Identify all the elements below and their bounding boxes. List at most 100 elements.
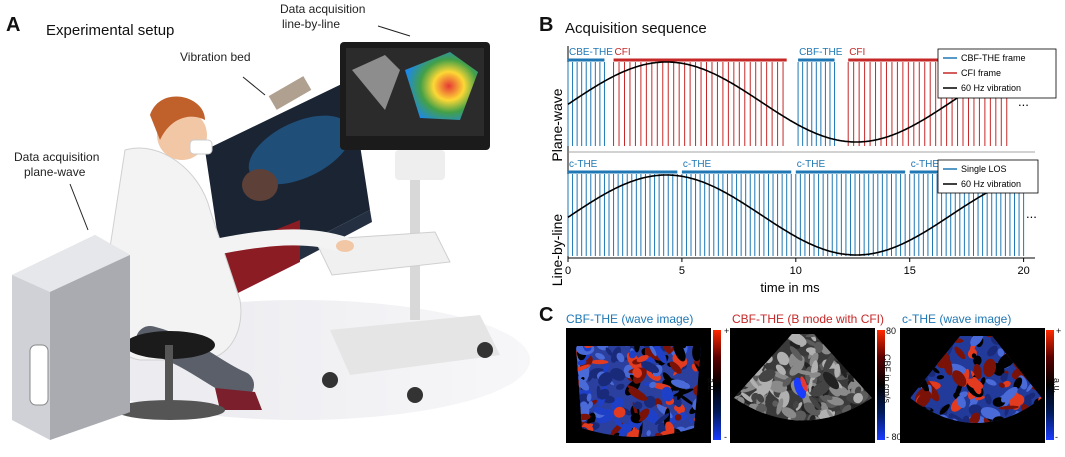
patient-head	[242, 169, 278, 201]
texture-blob	[657, 422, 666, 434]
texture-blob	[809, 395, 822, 411]
texture-blob	[630, 427, 636, 437]
texture-blob	[653, 346, 667, 364]
texture-blob	[983, 417, 997, 423]
texture-blob	[628, 350, 637, 359]
texture-blob	[597, 388, 610, 400]
top-legend: CBF-THE frame CFI frame 60 Hz vibration	[937, 48, 1057, 99]
texture-blob	[665, 421, 675, 436]
texture-blob	[643, 346, 657, 349]
texture-blob	[823, 352, 835, 373]
panel-a-letter: A	[6, 14, 21, 36]
texture-blob	[975, 396, 985, 401]
texture-blob	[823, 394, 833, 401]
label-acq-plane-2: plane-wave	[24, 165, 86, 179]
texture-blob	[595, 352, 605, 360]
texture-blob	[769, 380, 788, 393]
texture-blob	[1000, 372, 1008, 382]
bmode-cfi-image	[730, 328, 875, 443]
texture-blob	[961, 415, 971, 423]
segment-label: c-THE	[683, 159, 712, 170]
texture-blob	[1001, 386, 1018, 403]
label-vibration-bed: Vibration bed	[180, 50, 251, 64]
x-tick-label: 0	[565, 265, 571, 277]
texture-blob	[823, 371, 839, 390]
legend-cbf-the: CBF-THE frame	[961, 53, 1026, 63]
texture-blob	[781, 407, 797, 419]
texture-blob	[586, 393, 592, 402]
texture-blob	[662, 372, 675, 387]
texture-blob	[749, 378, 760, 390]
texture-blob	[616, 352, 625, 363]
texture-blob	[693, 358, 701, 368]
colorbar-2-min: - 80	[886, 432, 902, 442]
colorbar-1-min: -	[724, 432, 727, 442]
texture-blob	[936, 375, 945, 380]
setup-illustration	[12, 25, 530, 440]
panel-a-title: Experimental setup	[46, 22, 175, 39]
texture-blob	[956, 395, 966, 408]
texture-blob	[598, 372, 613, 387]
texture-blob	[677, 393, 695, 406]
legend-cfi: CFI frame	[961, 68, 1001, 78]
legend-vibration-bottom: 60 Hz vibration	[961, 179, 1021, 189]
texture-blob	[998, 405, 1019, 410]
line-by-line-frames	[567, 174, 1025, 256]
colorbar-1-max: +	[724, 326, 730, 336]
segment-label: c-THE	[797, 159, 826, 170]
texture-blob	[661, 386, 674, 402]
texture-blob	[674, 414, 682, 421]
texture-blob	[590, 359, 609, 365]
texture-blob	[998, 382, 1005, 388]
texture-blob	[758, 369, 776, 382]
colorbar-3	[1046, 330, 1054, 440]
texture-blob	[787, 334, 807, 346]
texture-blob	[916, 390, 932, 409]
texture-blob	[948, 413, 954, 419]
texture-blob	[643, 382, 651, 386]
texture-blob	[593, 407, 609, 416]
texture-blob	[587, 374, 593, 382]
colorbar-2-label: CBF in cm/s	[882, 354, 892, 404]
texture-blob	[809, 372, 821, 378]
colorbar-1-label: a.u.	[706, 378, 716, 394]
texture-blob	[614, 418, 625, 429]
texture-blob	[669, 361, 682, 374]
colorbar-3-label: a.u.	[1052, 378, 1062, 394]
segment-label: CFI	[615, 47, 631, 58]
segment-label: c-THE	[911, 159, 940, 170]
texture-blob	[576, 378, 590, 391]
texture-blob	[834, 363, 841, 378]
experimental-setup-photo: A Experimental setup Vibration bed Data …	[0, 0, 535, 452]
texture-blob	[782, 377, 792, 387]
texture-blob	[789, 360, 805, 376]
segment-label: CFI	[849, 47, 865, 58]
texture-blob	[646, 430, 651, 437]
patient-body	[248, 115, 352, 185]
panel-b-title: Acquisition sequence	[565, 20, 707, 37]
texture-blob	[775, 364, 786, 375]
panel-b-letter: B	[539, 14, 554, 36]
wave-image-cbf-the	[566, 328, 711, 443]
vibration-curves	[567, 61, 1023, 256]
texture-blob	[616, 383, 625, 390]
x-tick-label: 10	[790, 265, 802, 277]
label-acq-plane-1: Data acquisition	[14, 150, 100, 164]
colorbar-3-min: -	[1055, 432, 1058, 442]
texture-blob	[1028, 392, 1036, 400]
ylabel-line-by-line: Line-by-line	[549, 214, 565, 287]
ellipsis-top: ...	[1018, 94, 1029, 109]
texture-blob	[632, 367, 642, 378]
monitor-bmode	[352, 55, 400, 110]
operator-hair	[150, 96, 205, 140]
texture-blob	[673, 346, 686, 362]
vibration-curve	[567, 174, 1023, 256]
operator-shoes	[215, 388, 262, 410]
texture-blob	[809, 352, 819, 367]
texture-blob	[984, 393, 992, 405]
texture-blob	[770, 371, 790, 380]
texture-blob	[641, 361, 659, 374]
texture-blob	[967, 378, 984, 390]
colorbar-2-max: 80	[886, 326, 897, 336]
